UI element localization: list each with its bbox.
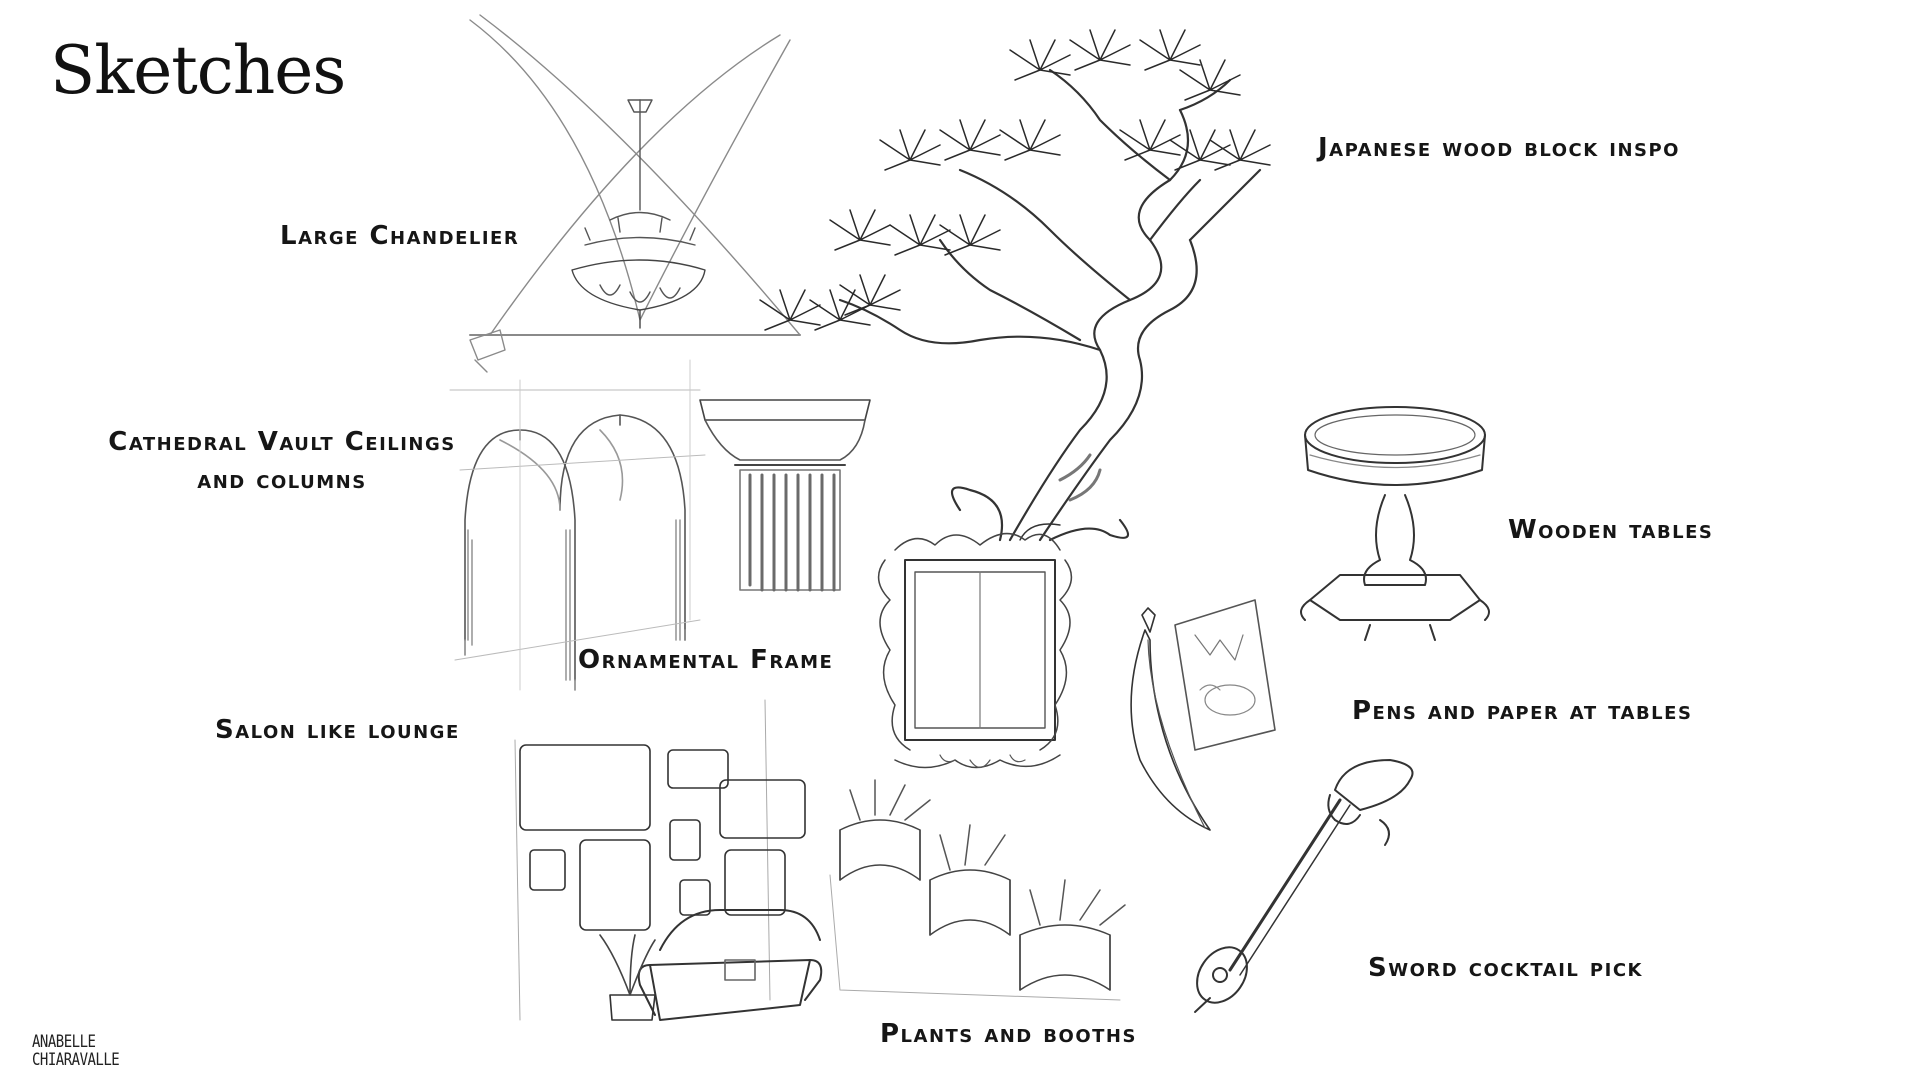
- label-cathedral-line2: and columns: [197, 464, 367, 495]
- plants-booths-sketch: [829, 779, 1126, 1001]
- label-sword-cocktail-pick: Sword cocktail pick: [1368, 953, 1643, 983]
- artist-signature: ANABELLE CHIARAVALLE: [32, 1032, 120, 1071]
- signature-line2: CHIARAVALLE: [32, 1051, 120, 1071]
- bonsai-tree-sketch: [838, 68, 1262, 542]
- salon-lounge-sketch: [514, 699, 823, 1021]
- cathedral-vault-sketch: [449, 359, 871, 691]
- label-cathedral-line1: Cathedral Vault Ceilings: [108, 427, 456, 457]
- label-ornamental-frame: Ornamental Frame: [578, 645, 834, 675]
- ornamental-frame-sketch: [877, 532, 1073, 769]
- label-wooden-tables: Wooden tables: [1508, 515, 1714, 545]
- pens-paper-sketch: [1130, 599, 1276, 831]
- label-large-chandelier: Large Chandelier: [280, 221, 520, 251]
- label-japanese-wood-block: Japanese wood block inspo: [1318, 133, 1680, 163]
- label-pens-and-paper: Pens and paper at tables: [1352, 696, 1693, 726]
- page-title: Sketches: [50, 32, 346, 109]
- signature-line1: ANABELLE: [32, 1032, 96, 1052]
- label-cathedral-vault: Cathedral Vault Ceilings and columns: [98, 424, 466, 499]
- wooden-table-sketch: [1300, 406, 1490, 641]
- bonsai-foliage: [759, 29, 1271, 331]
- label-plants-and-booths: Plants and booths: [880, 1019, 1137, 1049]
- chandelier-sketch: [469, 14, 801, 373]
- sword-pick-sketch: [1194, 759, 1414, 1013]
- label-salon-like-lounge: Salon like lounge: [215, 715, 460, 745]
